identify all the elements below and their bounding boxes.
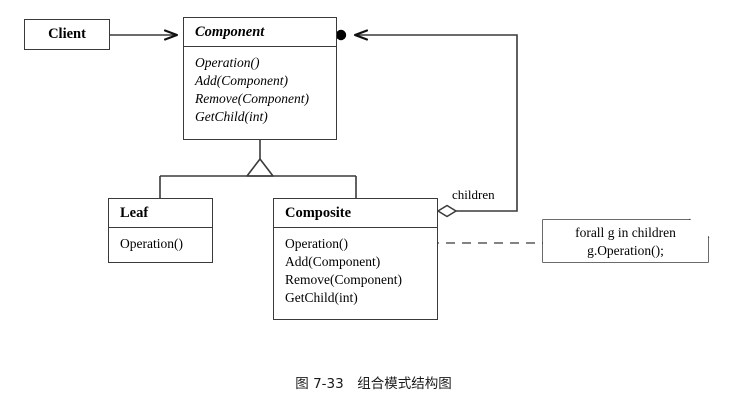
- figure-caption: 图 7-33 组合模式结构图: [295, 376, 452, 392]
- operation-item: GetChild(int): [195, 108, 268, 124]
- association-label-children: children: [452, 187, 495, 202]
- operation-item: Operation(): [195, 55, 260, 71]
- class-name-client: Client: [48, 26, 86, 42]
- inheritance-triangle: [246, 158, 274, 177]
- note-box: forall g in children g.Operation();: [543, 220, 708, 262]
- note-line: g.Operation();: [587, 242, 664, 258]
- class-box-client[interactable]: Client: [24, 19, 110, 50]
- class-box-composite[interactable]: Composite Operation() Add(Component) Rem…: [273, 198, 438, 320]
- class-name-leaf: Leaf: [109, 199, 212, 229]
- operation-item: Add(Component): [285, 254, 381, 270]
- operations-component: Operation() Add(Component) Remove(Compon…: [184, 47, 336, 134]
- operation-item: GetChild(int): [285, 289, 358, 305]
- client-component-arrowhead: [163, 29, 179, 41]
- operations-leaf: Operation(): [109, 228, 212, 261]
- operation-item: Operation(): [285, 236, 348, 252]
- class-box-leaf[interactable]: Leaf Operation(): [108, 198, 213, 263]
- operation-item: Remove(Component): [195, 91, 309, 107]
- class-name-component: Component: [184, 18, 336, 48]
- class-name-composite: Composite: [274, 199, 437, 229]
- class-box-component[interactable]: Component Operation() Add(Component) Rem…: [183, 17, 337, 140]
- multiplicity-filled-circle: [335, 29, 347, 41]
- aggregation-arrowhead: [353, 29, 369, 41]
- aggregation-path: [356, 34, 518, 212]
- operations-composite: Operation() Add(Component) Remove(Compon…: [274, 228, 437, 315]
- aggregation-diamond: [437, 204, 457, 218]
- operation-item: Operation(): [120, 236, 183, 252]
- operation-item: Remove(Component): [285, 272, 402, 288]
- operation-item: Add(Component): [195, 73, 288, 89]
- note-line: forall g in children: [575, 225, 676, 240]
